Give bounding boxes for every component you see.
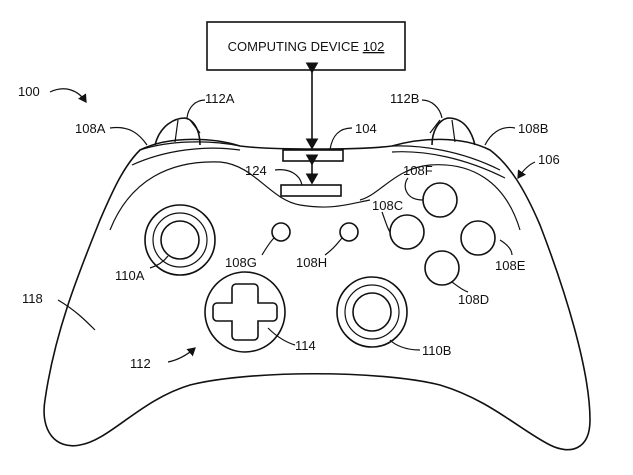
ref-108A: 108A — [75, 121, 106, 136]
button-108E — [460, 220, 496, 256]
computing-device-box: COMPUTING DEVICE 102 — [206, 21, 406, 71]
button-108H — [339, 222, 359, 242]
trigger-112B — [431, 117, 476, 146]
ref-110B: 110B — [422, 343, 451, 358]
button-108G — [271, 222, 291, 242]
ref-108C: 108C — [372, 198, 403, 213]
left-thumbstick — [144, 204, 216, 276]
ref-112A: 112A — [205, 91, 235, 106]
ref-112: 112 — [130, 356, 151, 371]
ref-108F: 108F — [403, 163, 433, 178]
ref-114: 114 — [295, 338, 316, 353]
controller-outline — [43, 138, 591, 451]
button-108C — [389, 214, 425, 250]
right-thumbstick — [336, 276, 408, 348]
ref-108E: 108E — [495, 258, 526, 273]
trigger-112A — [154, 117, 201, 146]
ref-110A: 110A — [115, 268, 145, 283]
ref-108B: 108B — [518, 121, 548, 136]
computing-device-ref: 102 — [363, 39, 385, 54]
ref-100: 100 — [18, 84, 40, 99]
ref-108G: 108G — [225, 255, 257, 270]
ref-118: 118 — [22, 291, 43, 306]
ref-112B: 112B — [390, 91, 419, 106]
svg-text:COMPUTING DEVICE 102: COMPUTING DEVICE 102 — [228, 39, 385, 54]
component-104 — [282, 149, 344, 162]
button-108F — [422, 182, 458, 218]
button-108D — [424, 250, 460, 286]
component-124 — [280, 184, 342, 197]
computing-device-label: COMPUTING DEVICE — [228, 39, 363, 54]
ref-108H: 108H — [296, 255, 327, 270]
ref-124: 124 — [245, 163, 267, 178]
dpad — [204, 271, 286, 353]
ref-104: 104 — [355, 121, 377, 136]
ref-108D: 108D — [458, 292, 489, 307]
ref-106: 106 — [538, 152, 560, 167]
